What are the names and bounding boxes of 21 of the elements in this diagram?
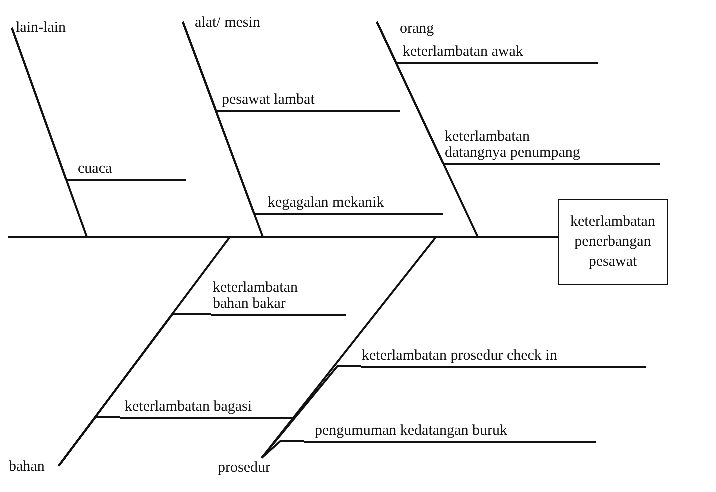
fishbone-line	[376, 22, 444, 164]
category-label: orang	[377, 20, 447, 38]
effect-box: keterlambatan penerbangan pesawat	[558, 199, 668, 285]
fishbone-line	[11, 28, 67, 180]
fishbone-line	[261, 365, 361, 459]
fishbone-line	[58, 416, 120, 467]
category-label: bahan	[9, 458, 59, 476]
cause-label: pesawat lambat	[216, 90, 400, 112]
category-label: alat/ mesin	[183, 14, 283, 32]
cause-label: keterlambatan bagasi	[120, 384, 294, 419]
cause-label: keterlambatan bahan bakar	[211, 264, 346, 316]
cause-label: pengumuman kedatangan buruk	[304, 413, 596, 443]
cause-label: kegagalan mekanik	[254, 188, 443, 215]
cause-label: keterlambatan datangnya penumpang	[443, 114, 660, 165]
cause-label: keterlambatan awak	[396, 42, 598, 64]
category-label: lain-lain	[12, 19, 82, 37]
cause-label: keterlambatan prosedur check in	[361, 338, 646, 368]
fishbone-line	[182, 22, 255, 214]
category-label: prosedur	[215, 458, 295, 478]
cause-label: cuaca	[66, 161, 186, 181]
fishbone-line	[261, 440, 304, 459]
